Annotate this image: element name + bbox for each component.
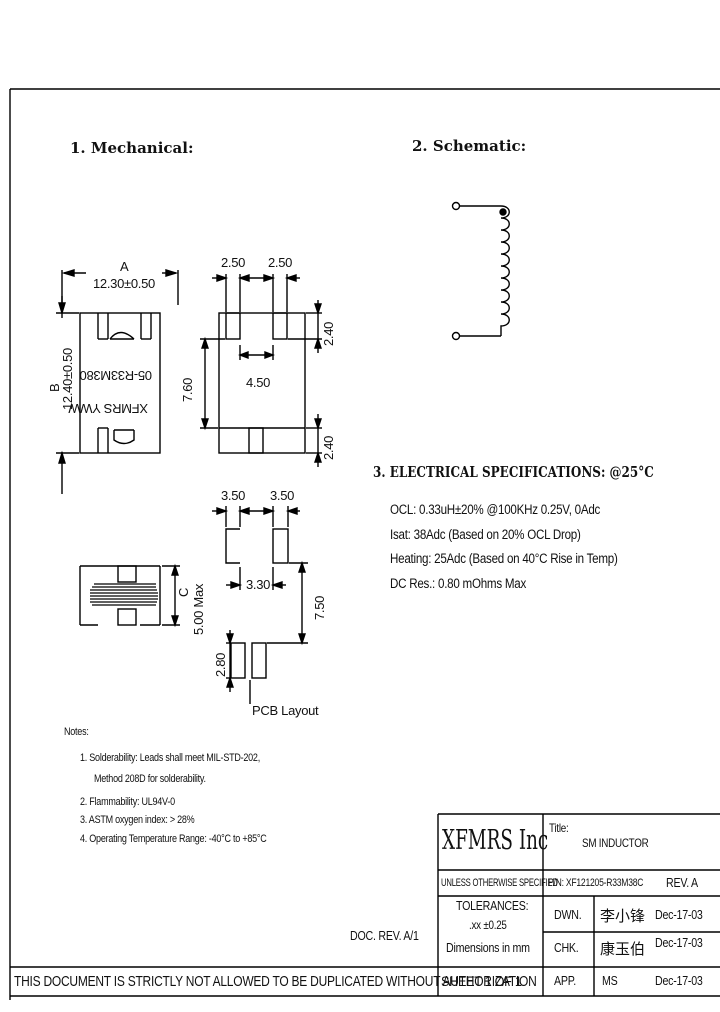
dim-250-left: 2.50 [221,255,246,270]
dwn-name: 李小锋 [600,907,646,925]
note-4: 4. Operating Temperature Range: -40°C to… [80,833,267,845]
tolerance-value: .xx ±0.25 [469,918,507,932]
part-marking-line-1: 05-R33M380 [79,368,152,383]
dim-760: 7.60 [180,377,195,402]
sheet-number: SHEET 1 OF 1 [441,973,522,989]
note-1: 1. Solderability: Leads shall meet MIL-S… [80,752,260,764]
pcb-dim-280: 2.80 [213,652,228,677]
part-number: P/N: XF121205-R33M38C [548,877,644,889]
pcb-dim-350-right: 3.50 [270,488,295,503]
doc-rev: DOC. REV. A/1 [350,928,419,943]
spec-ocl: OCL: 0.33uH±20% @100KHz 0.25V, 0Adc [390,502,601,517]
title-value: SM INDUCTOR [582,836,649,850]
part-marking-line-2: XFMRS YWW [68,401,148,416]
mechanical-heading: 1. Mechanical: [70,139,194,157]
app-name: MS [602,973,618,988]
spec-heating: Heating: 25Adc (Based on 40°C Rise in Te… [390,551,618,566]
dim-c-value: 5.00 Max [191,583,206,635]
chk-date: Dec-17-03 [655,935,703,950]
dimensions-unit: Dimensions in mm [446,940,530,955]
pcb-layout-label: PCB Layout [252,703,319,718]
dim-240-top: 2.40 [321,321,336,346]
app-date: Dec-17-03 [655,973,703,988]
notes-title: Notes: [64,726,89,738]
spec-dc-res: DC Res.: 0.80 mOhms Max [390,576,527,591]
dwn-label: DWN. [554,907,582,922]
chk-name: 康玉伯 [600,940,646,958]
revision: REV. A [666,875,698,890]
dim-240-bottom: 2.40 [321,435,336,460]
duplication-warning: THIS DOCUMENT IS STRICTLY NOT ALLOWED TO… [14,973,537,990]
note-1-cont: Method 208D for solderability. [94,773,206,785]
company-name: XFMRS Inc [442,825,549,856]
dim-a-value: 12.30±0.50 [93,276,155,291]
dim-250-right: 2.50 [268,255,293,270]
pcb-dim-750: 7.50 [312,595,327,620]
chk-label: CHK. [554,940,579,955]
unless-specified: UNLESS OTHERWISE SPECIFIED [441,877,558,889]
pcb-dim-330: 3.30 [246,577,271,592]
dwn-date: Dec-17-03 [655,907,703,922]
electrical-heading: 3. ELECTRICAL SPECIFICATIONS: @25°C [373,463,654,481]
dim-a-label: A [120,259,129,274]
dim-c-label: C [176,587,191,597]
note-2: 2. Flammability: UL94V-0 [80,796,175,808]
dim-450: 4.50 [246,375,271,390]
schematic-heading: 2. Schematic: [412,137,527,155]
title-label: Title: [549,821,569,835]
app-label: APP. [554,973,576,988]
spec-isat: Isat: 38Adc (Based on 20% OCL Drop) [390,527,581,542]
pcb-dim-350-left: 3.50 [221,488,246,503]
tolerances-label: TOLERANCES: [456,898,529,913]
note-3: 3. ASTM oxygen index: > 28% [80,814,195,826]
